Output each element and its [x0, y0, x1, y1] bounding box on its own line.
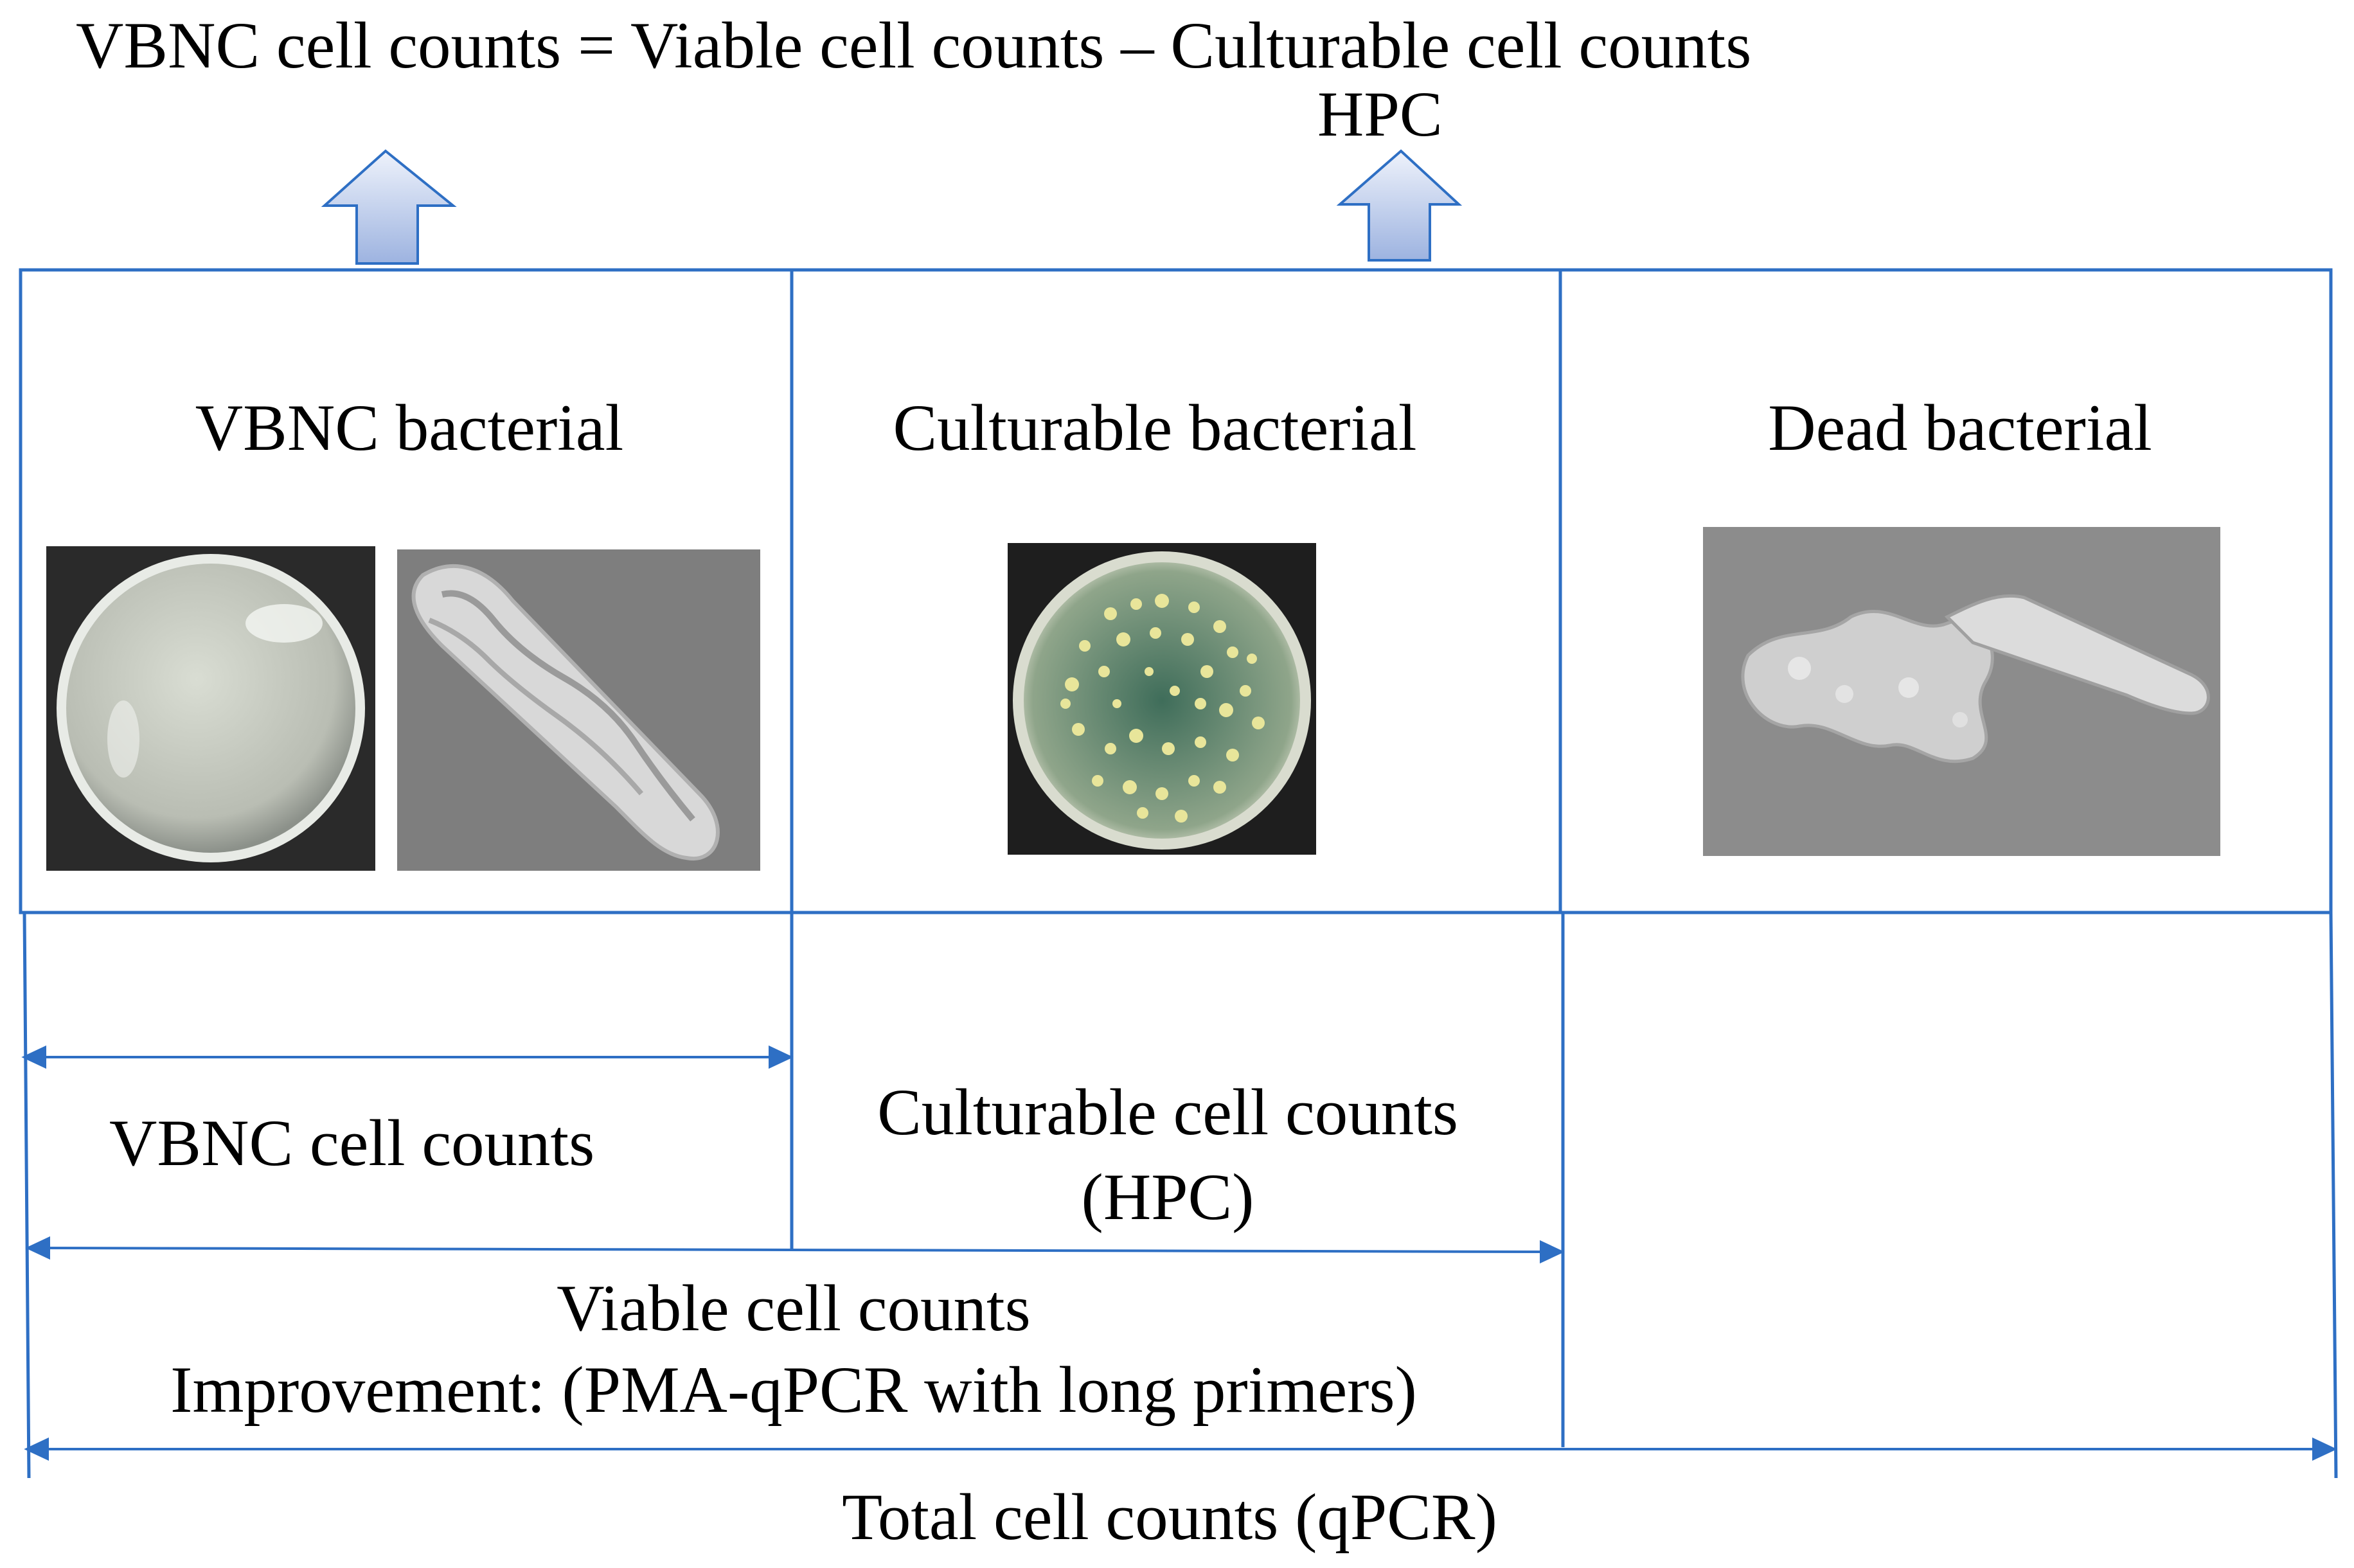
panel-boxes — [19, 268, 2333, 914]
culturable-count-label-line2: (HPC) — [1081, 1161, 1254, 1234]
vbnc-plate-photo — [46, 546, 375, 871]
equation-text: VBNC cell counts = Viable cell counts – … — [76, 9, 1752, 82]
viable-range-arrow — [25, 1236, 1565, 1264]
dead-sem-photo — [1703, 527, 2220, 856]
viable-count-label-line1: Viable cell counts — [557, 1272, 1031, 1345]
panel-title-dead: Dead bacterial — [1768, 391, 2152, 465]
culturable-count-label-line1: Culturable cell counts — [877, 1076, 1458, 1149]
up-arrow-hpc-icon — [1336, 149, 1463, 262]
up-arrow-vbnc-icon — [321, 149, 457, 265]
vbnc-sem-photo — [397, 549, 760, 871]
vbnc-range-arrow — [21, 1045, 794, 1069]
equation-hpc-label: HPC — [1317, 78, 1443, 150]
viable-count-improvement: Improvement: (PMA-qPCR with long primers… — [170, 1353, 1417, 1427]
total-range-arrow — [24, 1437, 2337, 1461]
panel-title-vbnc: VBNC bacterial — [195, 391, 624, 465]
culturable-plate-photo — [1008, 543, 1316, 855]
panel-title-culturable: Culturable bacterial — [893, 391, 1417, 465]
vbnc-count-label: VBNC cell counts — [109, 1107, 595, 1180]
total-count-label: Total cell counts (qPCR) — [842, 1481, 1497, 1554]
count-grid-lines — [22, 912, 2338, 1479]
